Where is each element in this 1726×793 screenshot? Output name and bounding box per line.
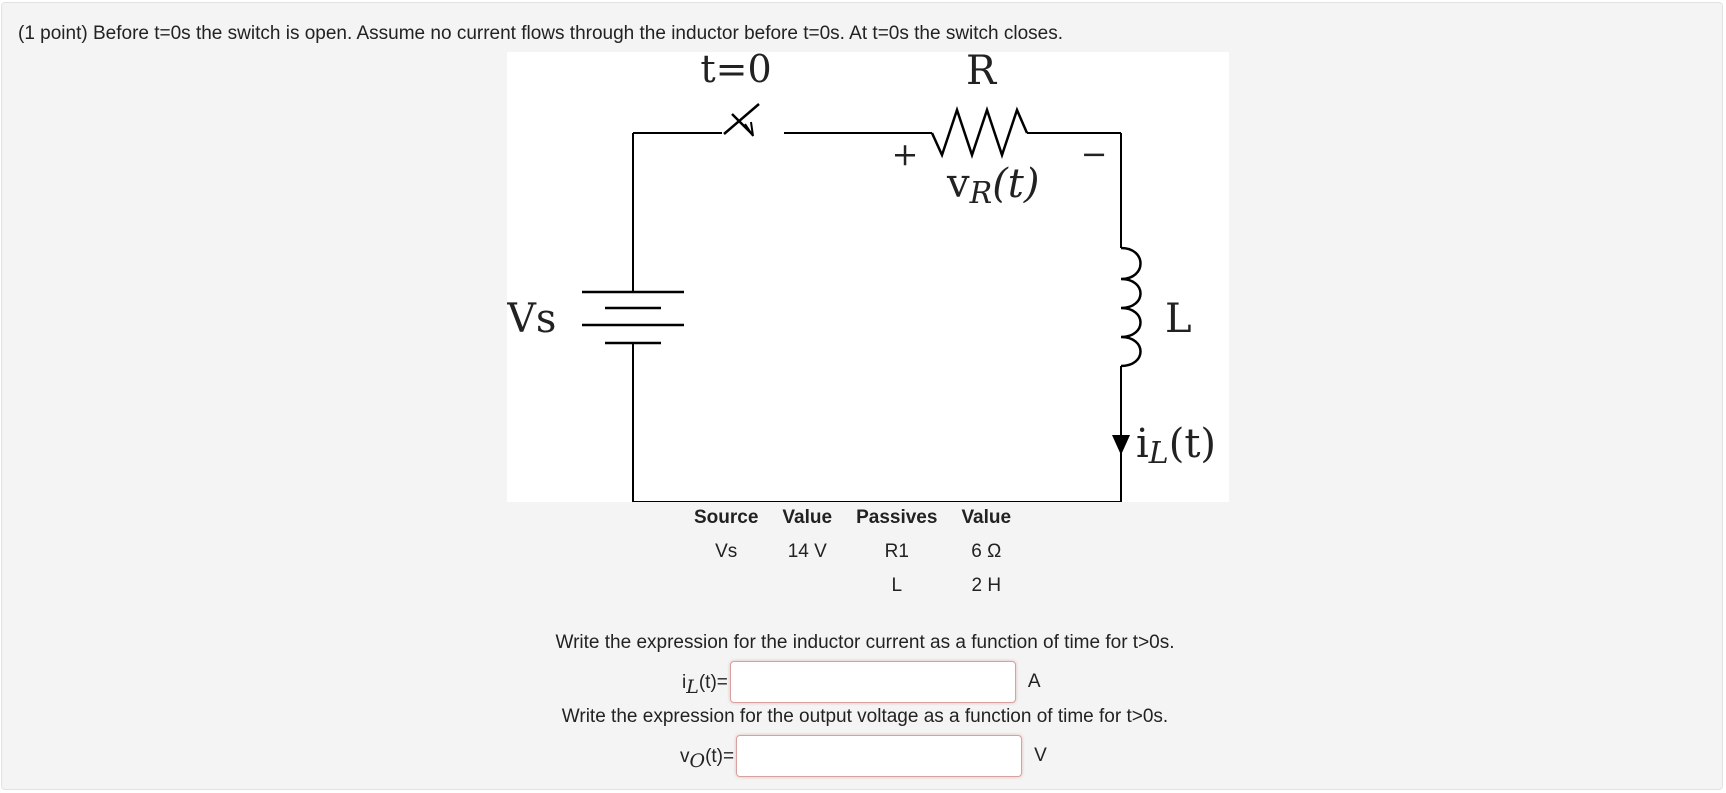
- inductor-label: L: [1165, 296, 1192, 342]
- inductor-current-input[interactable]: [729, 661, 1016, 703]
- table-cell: 14 V: [787, 541, 827, 562]
- switch-label: t=0: [700, 52, 771, 91]
- question-2-unit: V: [1034, 745, 1047, 766]
- header-value: Value: [961, 507, 1012, 528]
- il-label: iL(t): [1136, 421, 1216, 471]
- table-row: Vs 14 V R1 6 Ω: [682, 535, 1023, 569]
- table-cell: R1: [884, 541, 909, 562]
- minus-sign: −: [1081, 135, 1108, 173]
- switch-icon: [723, 103, 760, 137]
- plus-sign: +: [892, 135, 919, 173]
- resistor-icon: [930, 106, 1029, 159]
- table-cell: [770, 569, 844, 603]
- vr-label: vR(t): [946, 161, 1040, 211]
- table-cell: Vs: [715, 541, 738, 562]
- table-row: L 2 H: [682, 569, 1023, 603]
- table-cell: [682, 569, 770, 603]
- table-cell: L: [891, 575, 903, 596]
- question-2-prompt: Write the expression for the output volt…: [561, 706, 1169, 727]
- source-label: Vs: [507, 296, 556, 342]
- header-value: Value: [782, 507, 833, 528]
- output-voltage-input[interactable]: [736, 735, 1023, 777]
- header-source: Source: [694, 507, 759, 528]
- circuit-diagram: t=0 R + − vR(t) Vs L iL(t): [507, 52, 1229, 502]
- inductor-icon: [1120, 246, 1142, 368]
- current-arrow-icon: [1112, 435, 1130, 455]
- resistor-label: R: [966, 52, 998, 94]
- table-cell: 6 Ω: [971, 541, 1002, 562]
- header-passives: Passives: [856, 507, 938, 528]
- question-1-prompt: Write the expression for the inductor cu…: [555, 632, 1175, 653]
- battery-icon: [582, 290, 684, 345]
- component-values-table: Source Value Passives Value Vs 14 V R1 6…: [682, 503, 1023, 603]
- problem-statement: (1 point) Before t=0s the switch is open…: [18, 23, 1064, 44]
- question-1-unit: A: [1027, 671, 1041, 692]
- table-cell: 2 H: [971, 575, 1002, 596]
- table-header-row: Source Value Passives Value: [682, 503, 1023, 535]
